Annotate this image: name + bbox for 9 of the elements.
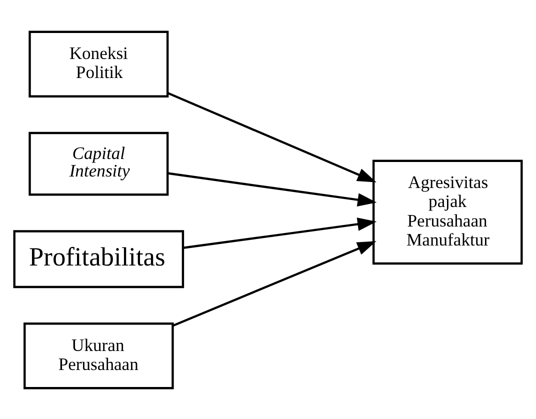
node-box: Koneksi Politik	[28, 30, 169, 97]
node-box: Profitabilitas	[13, 230, 184, 288]
node-box: Agresivitas pajak Perusahaan Manufaktur	[372, 159, 523, 264]
arrow	[172, 240, 376, 326]
arrow	[167, 92, 376, 182]
node-box: Capital Intensity	[28, 131, 169, 196]
arrow	[168, 172, 377, 206]
arrow	[182, 217, 377, 248]
node-box: Ukuran Perusahaan	[24, 322, 174, 389]
